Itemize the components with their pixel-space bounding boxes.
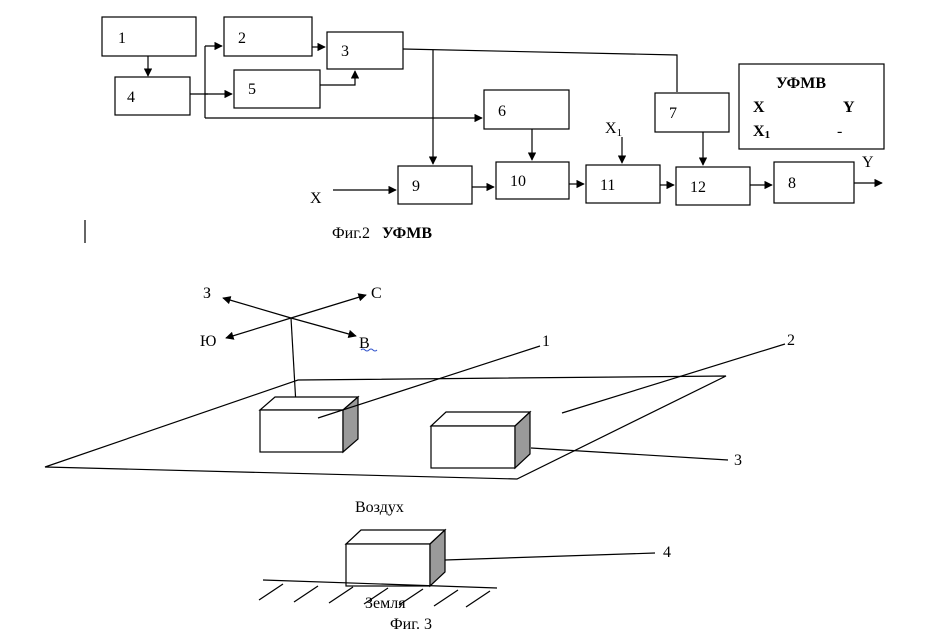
- compass-east-label: В: [359, 335, 370, 352]
- block-9-label: 9: [412, 178, 420, 195]
- callout-3-label: 3: [734, 452, 742, 469]
- block-10: [495, 161, 570, 200]
- box-3-top: [429, 411, 532, 427]
- compass-arrow-south: [225, 317, 292, 340]
- compass-arrow-north: [290, 293, 367, 319]
- block-11: [585, 164, 661, 204]
- callout-2-label: 2: [787, 332, 795, 349]
- input-x-label: X: [310, 190, 322, 207]
- block-3: [326, 31, 404, 70]
- spellcheck-squiggle: [360, 348, 378, 352]
- block-1-label: 1: [118, 30, 126, 47]
- box-1-top: [258, 396, 360, 411]
- compass-west-label: З: [203, 285, 211, 302]
- block-6-label: 6: [498, 103, 506, 120]
- block-11-label: 11: [600, 177, 615, 194]
- block-7: [654, 92, 730, 133]
- line-3-to-7: [402, 48, 678, 92]
- block-2: [223, 16, 313, 57]
- block-3-label: 3: [341, 43, 349, 60]
- box-3-side: [514, 410, 531, 470]
- legend-y: Y: [843, 99, 855, 116]
- block-1: [101, 16, 197, 57]
- block-4: [114, 76, 191, 116]
- block-8: [773, 161, 855, 204]
- legend-x1: X1: [753, 123, 770, 141]
- block-5-label: 5: [248, 81, 256, 98]
- callout-4-label: 4: [663, 544, 671, 561]
- block-12-label: 12: [690, 179, 706, 196]
- block-6: [483, 89, 570, 130]
- ground-label: Земля: [365, 595, 406, 612]
- box-3-front: [430, 425, 516, 469]
- block-4-label: 4: [127, 89, 135, 106]
- ground-line: [262, 579, 498, 589]
- box-4-front: [345, 543, 431, 587]
- block-7-label: 7: [669, 105, 677, 122]
- compass-arrow-east: [290, 317, 357, 339]
- compass-mast: [290, 317, 297, 406]
- box-4-side: [429, 528, 446, 588]
- block-2-label: 2: [238, 30, 246, 47]
- legend-title: УФМВ: [776, 75, 826, 92]
- callout-3-line: [530, 447, 729, 461]
- box-1-side: [342, 395, 359, 454]
- callout-1-line: [317, 345, 541, 419]
- fig3-scene: З С Ю В 1 2 3 Воздух 4: [44, 285, 795, 631]
- output-y-label: Y: [862, 154, 874, 171]
- air-label: Воздух: [355, 499, 404, 516]
- input-x1-label: X1: [605, 120, 622, 139]
- ground-hatching: [258, 583, 491, 608]
- compass-arrow-west: [222, 296, 292, 319]
- legend-dash: -: [837, 123, 842, 140]
- block-10-label: 10: [510, 173, 526, 190]
- callout-4-line: [444, 552, 656, 561]
- box-1-front: [259, 409, 344, 453]
- air-plane: [44, 375, 727, 480]
- fig2-block-diagram: 1 2 3 4 5 6 7 8 9 10 11 12: [84, 16, 885, 243]
- compass-north-label: С: [371, 285, 382, 302]
- fig3-caption: Фиг. 3: [390, 616, 432, 631]
- block-8-label: 8: [788, 175, 796, 192]
- compass-south-label: Ю: [200, 333, 216, 350]
- block-9: [397, 165, 473, 205]
- legend-x: X: [753, 99, 765, 116]
- block-5: [233, 69, 321, 109]
- legend-box: [738, 63, 885, 150]
- callout-2-line: [561, 343, 786, 414]
- box-4-top: [344, 529, 447, 545]
- callout-1-label: 1: [542, 333, 550, 350]
- block-12: [675, 166, 751, 206]
- arrow-5-to-3: [320, 70, 360, 86]
